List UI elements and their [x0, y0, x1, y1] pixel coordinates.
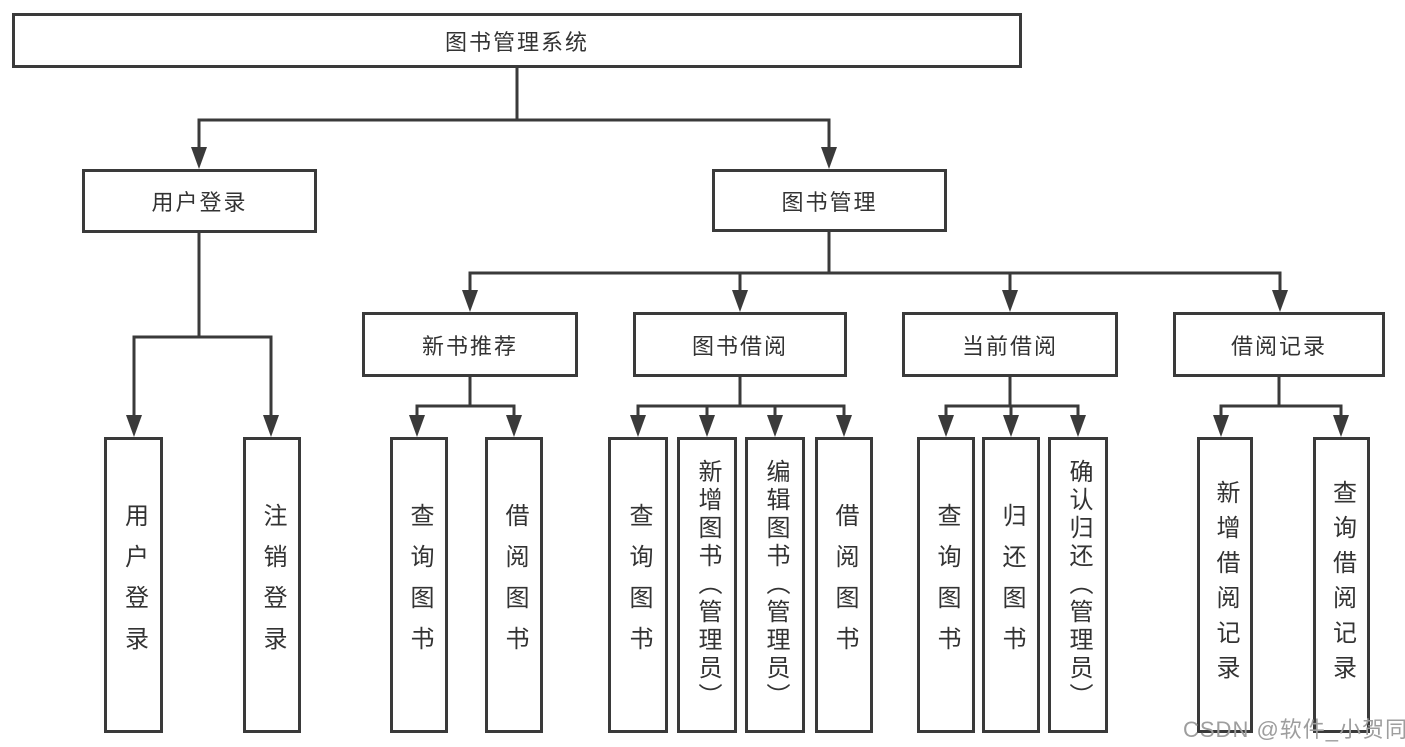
node-borrow-records: 借阅记录 — [1173, 312, 1385, 377]
arrow-icon — [1333, 415, 1349, 437]
leaf-logout: 注销登录 — [243, 437, 301, 733]
node-new-book-rec-label: 新书推荐 — [421, 333, 518, 359]
connector-book-mgmt-to-level3 — [468, 230, 1282, 295]
arrow-icon — [191, 147, 207, 169]
node-root-label: 图书管理系统 — [444, 29, 589, 55]
leaf-edit-books-admin: 编辑图书（管理员） — [745, 437, 805, 733]
node-borrow-records-label: 借阅记录 — [1230, 333, 1327, 359]
arrow-icon — [1213, 415, 1229, 437]
leaf-query-borrow-record: 查询借阅记录 — [1313, 437, 1370, 733]
csdn-watermark: CSDN @软件_小贺同学 — [1183, 717, 1405, 742]
node-root: 图书管理系统 — [12, 13, 1022, 68]
node-book-borrow-label: 图书借阅 — [691, 333, 788, 359]
arrow-icon — [938, 415, 954, 437]
leaf-user-login: 用户登录 — [104, 437, 163, 733]
leaf-logout-label: 注销登录 — [259, 503, 286, 667]
connector-book-borrow-to-leaves — [636, 375, 846, 421]
leaf-current-query-books: 查询图书 — [917, 437, 975, 733]
arrow-icon — [1070, 415, 1086, 437]
node-new-book-rec: 新书推荐 — [362, 312, 578, 377]
leaf-add-books-admin: 新增图书（管理员） — [677, 437, 737, 733]
leaf-add-borrow-record-label: 新增借阅记录 — [1212, 480, 1239, 690]
arrow-icon — [126, 415, 142, 437]
arrow-icon — [409, 415, 425, 437]
leaf-borrow-books: 借阅图书 — [815, 437, 873, 733]
leaf-add-books-admin-label: 新增图书（管理员） — [694, 459, 721, 711]
connector-current-borrow-to-leaves — [944, 375, 1080, 421]
arrow-icon — [1002, 290, 1018, 312]
leaf-borrow-query-books-label: 查询图书 — [625, 503, 652, 667]
connector-new-book-rec-to-leaves — [415, 375, 516, 421]
leaf-current-query-books-label: 查询图书 — [933, 503, 960, 667]
leaf-confirm-return-admin: 确认归还（管理员） — [1048, 437, 1108, 733]
arrow-icon — [462, 290, 478, 312]
arrow-icon — [263, 415, 279, 437]
leaf-confirm-return-admin-label: 确认归还（管理员） — [1065, 459, 1092, 711]
leaf-borrow-query-books: 查询图书 — [608, 437, 668, 733]
arrow-icon — [1003, 415, 1019, 437]
arrow-icon — [767, 415, 783, 437]
leaf-return-books-label: 归还图书 — [998, 503, 1025, 667]
arrow-icon — [732, 290, 748, 312]
arrow-icon — [821, 147, 837, 169]
arrow-icon — [506, 415, 522, 437]
node-user-login: 用户登录 — [82, 169, 317, 233]
connector-borrow-records-to-leaves — [1219, 375, 1343, 421]
node-book-mgmt-label: 图书管理 — [781, 189, 878, 215]
leaf-edit-books-admin-label: 编辑图书（管理员） — [762, 459, 789, 711]
arrow-icon — [836, 415, 852, 437]
connector-user-login-to-leaves — [132, 230, 273, 420]
leaf-rec-query-books-label: 查询图书 — [406, 503, 433, 667]
arrow-icon — [630, 415, 646, 437]
node-current-borrow: 当前借阅 — [902, 312, 1118, 377]
node-book-borrow: 图书借阅 — [633, 312, 847, 377]
arrow-icon — [699, 415, 715, 437]
leaf-rec-borrow-books-label: 借阅图书 — [501, 503, 528, 667]
leaf-rec-borrow-books: 借阅图书 — [485, 437, 543, 733]
node-current-borrow-label: 当前借阅 — [961, 333, 1058, 359]
leaf-user-login-label: 用户登录 — [120, 503, 148, 667]
connector-root-to-level2 — [197, 65, 831, 150]
leaf-borrow-books-label: 借阅图书 — [831, 503, 858, 667]
leaf-return-books: 归还图书 — [982, 437, 1040, 733]
leaf-add-borrow-record: 新增借阅记录 — [1197, 437, 1253, 733]
arrow-icon — [1272, 290, 1288, 312]
node-user-login-label: 用户登录 — [151, 190, 248, 215]
node-book-mgmt: 图书管理 — [712, 169, 947, 232]
arrowheads — [126, 147, 1349, 437]
leaf-rec-query-books: 查询图书 — [390, 437, 448, 733]
leaf-query-borrow-record-label: 查询借阅记录 — [1328, 480, 1356, 690]
